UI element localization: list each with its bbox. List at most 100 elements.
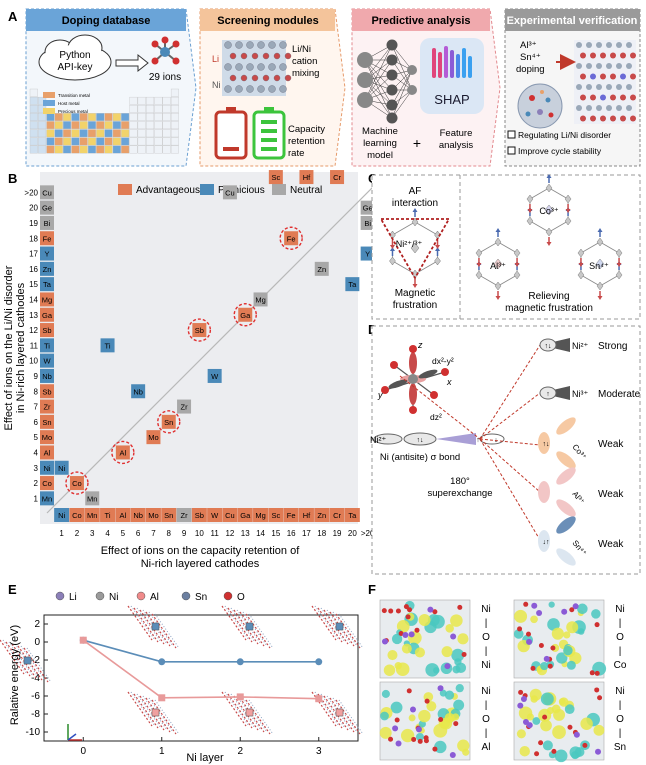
data-point-cr <box>330 170 345 185</box>
x-rank-label: 9 <box>182 529 187 538</box>
frustration-triangle <box>379 218 451 280</box>
atom <box>257 41 265 49</box>
ptable-cell <box>129 129 138 138</box>
ptable-cell <box>137 105 146 113</box>
node <box>357 92 373 108</box>
x-element-label: Ga <box>240 511 251 520</box>
e-ylabel: Ralative energy (eV) <box>9 625 21 725</box>
periodic-table <box>29 88 179 154</box>
node <box>386 39 398 51</box>
data-point-label: Zr <box>181 403 189 412</box>
ptable-cell <box>154 137 163 146</box>
header-doping: Doping database <box>62 15 151 27</box>
legend-li-text: Li <box>69 592 77 603</box>
panel-c: C AF interaction Ni²⁺/³⁺ Magnetic frustr… <box>368 171 641 320</box>
y-element-cell <box>40 414 54 429</box>
data-point-sn <box>161 414 176 429</box>
x-element-label: Ni <box>58 511 65 520</box>
x-element-cell <box>207 508 223 522</box>
ni3-orbital-icon: ↑ <box>539 386 570 400</box>
x-rank-label: 20 <box>348 529 357 538</box>
atom <box>616 84 622 90</box>
atom <box>630 52 636 59</box>
atom <box>576 105 582 111</box>
atom <box>590 73 596 80</box>
bond-label: Ni <box>481 604 490 615</box>
ml-line-1: Machine <box>362 126 398 137</box>
weak-label-2: Weak <box>598 489 624 500</box>
atom <box>616 105 622 111</box>
y-element-label: Nb <box>42 372 52 381</box>
dop-line-2: Sn⁴⁺ <box>520 52 541 63</box>
x-rank-label: 5 <box>121 529 126 538</box>
ptable-cell <box>79 113 88 121</box>
y-tick-label: -8 <box>31 709 40 720</box>
y-element-label: Ge <box>42 204 52 213</box>
ptable-cell <box>79 121 88 130</box>
y-element-cell <box>40 292 54 307</box>
ml-line-3: model <box>367 150 393 161</box>
node <box>357 72 373 88</box>
y-rank-label: 2 <box>34 479 39 488</box>
x-element-label: Mo <box>148 511 158 520</box>
y-element-cell <box>40 353 54 368</box>
node <box>386 54 398 66</box>
cap-line-3: rate <box>288 148 304 159</box>
y-axis-title-line-2: in Ni-rich layered cathodes <box>15 282 27 413</box>
x-rank-label: 14 <box>256 529 265 538</box>
y-rank-label: 1 <box>34 494 39 503</box>
y-rank-label: 7 <box>34 403 39 412</box>
ptable-cell <box>170 105 179 113</box>
series-point-al <box>79 636 87 644</box>
x-rank-label: 16 <box>287 529 296 538</box>
ptable-cell <box>54 145 63 154</box>
ptable-cell <box>54 121 63 130</box>
battery-full-icon <box>252 107 286 160</box>
legend-adv-text: Advantageous <box>136 185 200 196</box>
svg-text:↑: ↑ <box>476 437 480 444</box>
x-element-cell <box>314 508 330 522</box>
svg-text:↑↓: ↑↓ <box>543 441 550 448</box>
ptable-cell <box>137 129 146 138</box>
x-rank-label: 10 <box>195 529 204 538</box>
check-text-1: Regulating Li/Ni disorder <box>518 130 611 140</box>
x-element-label: Ti <box>105 511 111 520</box>
ptable-cell <box>96 121 105 130</box>
atom <box>576 63 582 69</box>
doped-crystal-icon <box>574 40 636 124</box>
y-rank-label: 4 <box>34 448 39 457</box>
atom <box>279 85 287 93</box>
y-element-label: Ga <box>42 311 53 320</box>
ni-label: Ni <box>212 80 221 90</box>
bond-label: Ni <box>615 686 624 697</box>
atom <box>251 52 259 60</box>
y-element-cell <box>40 185 54 200</box>
ptable-cell <box>154 129 163 138</box>
ptable-cell <box>29 145 38 154</box>
ptable-cell <box>38 129 47 138</box>
diagonal-line <box>46 184 376 514</box>
y-element-cell <box>40 231 54 246</box>
y-element-label: Al <box>44 448 51 457</box>
y-element-label: Sn <box>42 418 51 427</box>
atom <box>616 63 622 69</box>
ml-line-2: learning <box>363 138 397 149</box>
bond-label: | <box>619 700 622 711</box>
y-rank-label: 14 <box>29 295 38 304</box>
ptable-cell <box>29 113 38 121</box>
y-rank-label: 12 <box>29 326 38 335</box>
atom <box>251 74 259 82</box>
atom <box>620 115 626 122</box>
series-point-al <box>236 693 244 701</box>
atom <box>606 84 612 90</box>
data-point-label: Ni <box>58 464 65 473</box>
y-element-label: Sb <box>42 387 51 396</box>
legend-o-text: O <box>237 592 245 603</box>
ni-left-label: Ni²⁺ <box>370 435 386 445</box>
ptable-cell <box>112 113 121 121</box>
atom <box>596 105 602 111</box>
bond-label: | <box>485 728 488 739</box>
y-rank-label: 18 <box>29 234 38 243</box>
atom <box>246 85 254 93</box>
